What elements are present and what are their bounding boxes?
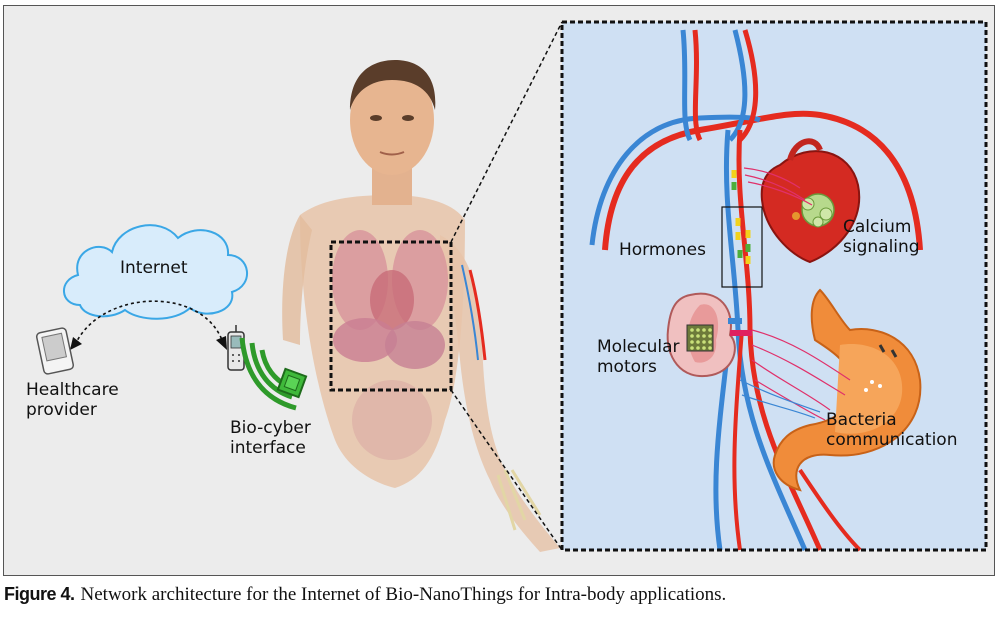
internet-cloud (63, 224, 249, 320)
kidney-icon (666, 292, 752, 378)
biocyber-label-line1: Bio-cyber (230, 418, 311, 438)
molecular-label-line2: motors (597, 357, 657, 377)
calcium-label-line2: signaling (843, 237, 920, 257)
inset-panel (562, 22, 986, 552)
stomach-icon (772, 288, 922, 492)
healthcare-label-line1: Healthcare (26, 380, 119, 400)
network-link-arrow (74, 300, 223, 346)
molecular-label-line1: Molecular (597, 337, 680, 357)
figure-caption: Figure 4.Network architecture for the In… (4, 584, 994, 606)
inset-zoom-box (560, 20, 988, 552)
bio-cyber-interface-icon (239, 337, 308, 411)
bacteria-label-line2: communication (826, 430, 958, 450)
caption-text: Network architecture for the Internet of… (80, 584, 727, 605)
calcium-label-line1: Calcium (843, 217, 912, 237)
pda-device-icon (35, 327, 75, 375)
heart-icon (760, 138, 861, 264)
zoom-line-bottom (450, 389, 563, 551)
arrow-head-right-icon (216, 336, 227, 350)
zoom-line-top (450, 21, 563, 243)
figure-number: Figure 4. (4, 584, 75, 604)
internet-label: Internet (120, 258, 188, 278)
torso-zoom-box (329, 240, 453, 392)
biocyber-label-line2: interface (230, 438, 306, 458)
hormones-label: Hormones (619, 240, 706, 260)
healthcare-label-line2: provider (26, 400, 97, 420)
human-body (282, 60, 560, 552)
bacteria-label-line1: Bacteria (826, 410, 897, 430)
arrow-head-left-icon (70, 337, 82, 350)
